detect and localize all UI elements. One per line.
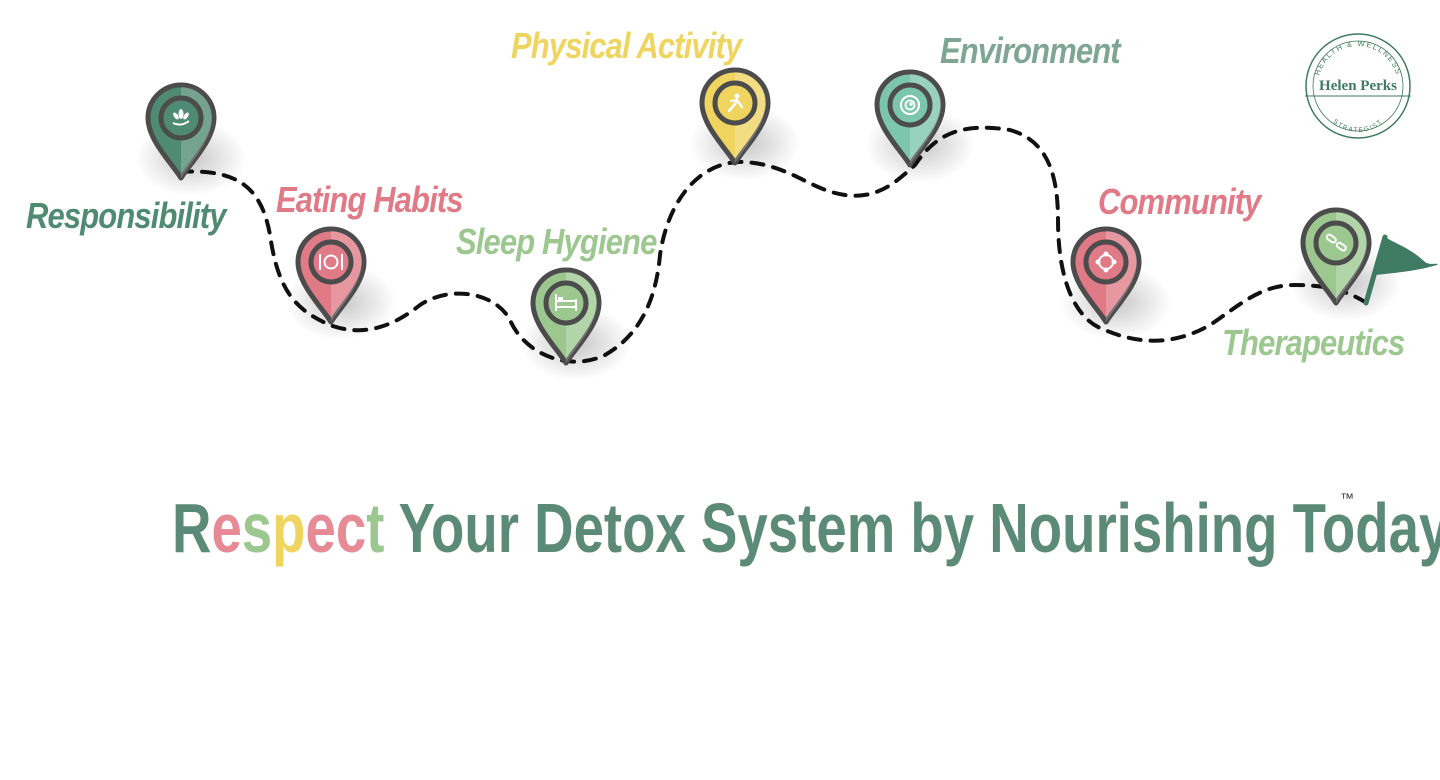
map-pin xyxy=(865,69,975,183)
brand-logo: HEALTH & WELLNESS STRATEGIST Helen Perks xyxy=(1305,33,1411,139)
label-therapeutics: Therapeutics xyxy=(1222,322,1405,363)
map-pin xyxy=(521,267,631,381)
plate-fork-knife-icon xyxy=(319,254,343,270)
headline-letter: R xyxy=(172,489,212,567)
headline-rest: Your Detox System by Nourishing Today xyxy=(384,489,1440,567)
headline-respect-word: Respect xyxy=(172,489,384,567)
label-sleep-hygiene: Sleep Hygiene xyxy=(456,221,657,262)
map-pin xyxy=(1061,226,1171,340)
trademark-symbol: ™ xyxy=(1340,490,1354,506)
label-responsibility: Responsibility xyxy=(26,195,226,236)
flag-icon xyxy=(1363,234,1438,306)
headline: Respect Your Detox System by Nourishing … xyxy=(172,488,1440,568)
map-pin xyxy=(136,82,246,196)
label-eating-habits: Eating Habits xyxy=(276,179,464,220)
globe-icon xyxy=(900,95,920,115)
label-physical-activity: Physical Activity xyxy=(511,25,742,66)
map-pin xyxy=(286,226,396,340)
headline-letter: t xyxy=(366,489,385,567)
headline-letter: p xyxy=(272,489,306,567)
headline-letter: c xyxy=(335,489,367,567)
pills-icon xyxy=(1325,233,1347,252)
bed-icon xyxy=(555,294,577,311)
map-pin xyxy=(1291,207,1401,321)
headline-letter: e xyxy=(211,489,242,567)
headline-letter: s xyxy=(241,489,273,567)
label-community: Community xyxy=(1098,181,1261,222)
running-person-icon xyxy=(727,93,744,113)
label-environment: Environment xyxy=(940,30,1121,71)
people-circle-icon xyxy=(1095,251,1117,273)
map-pin xyxy=(690,67,800,181)
hand-with-leaves-icon xyxy=(172,109,190,126)
logo-name: Helen Perks xyxy=(1319,78,1397,94)
headline-letter: e xyxy=(305,489,336,567)
